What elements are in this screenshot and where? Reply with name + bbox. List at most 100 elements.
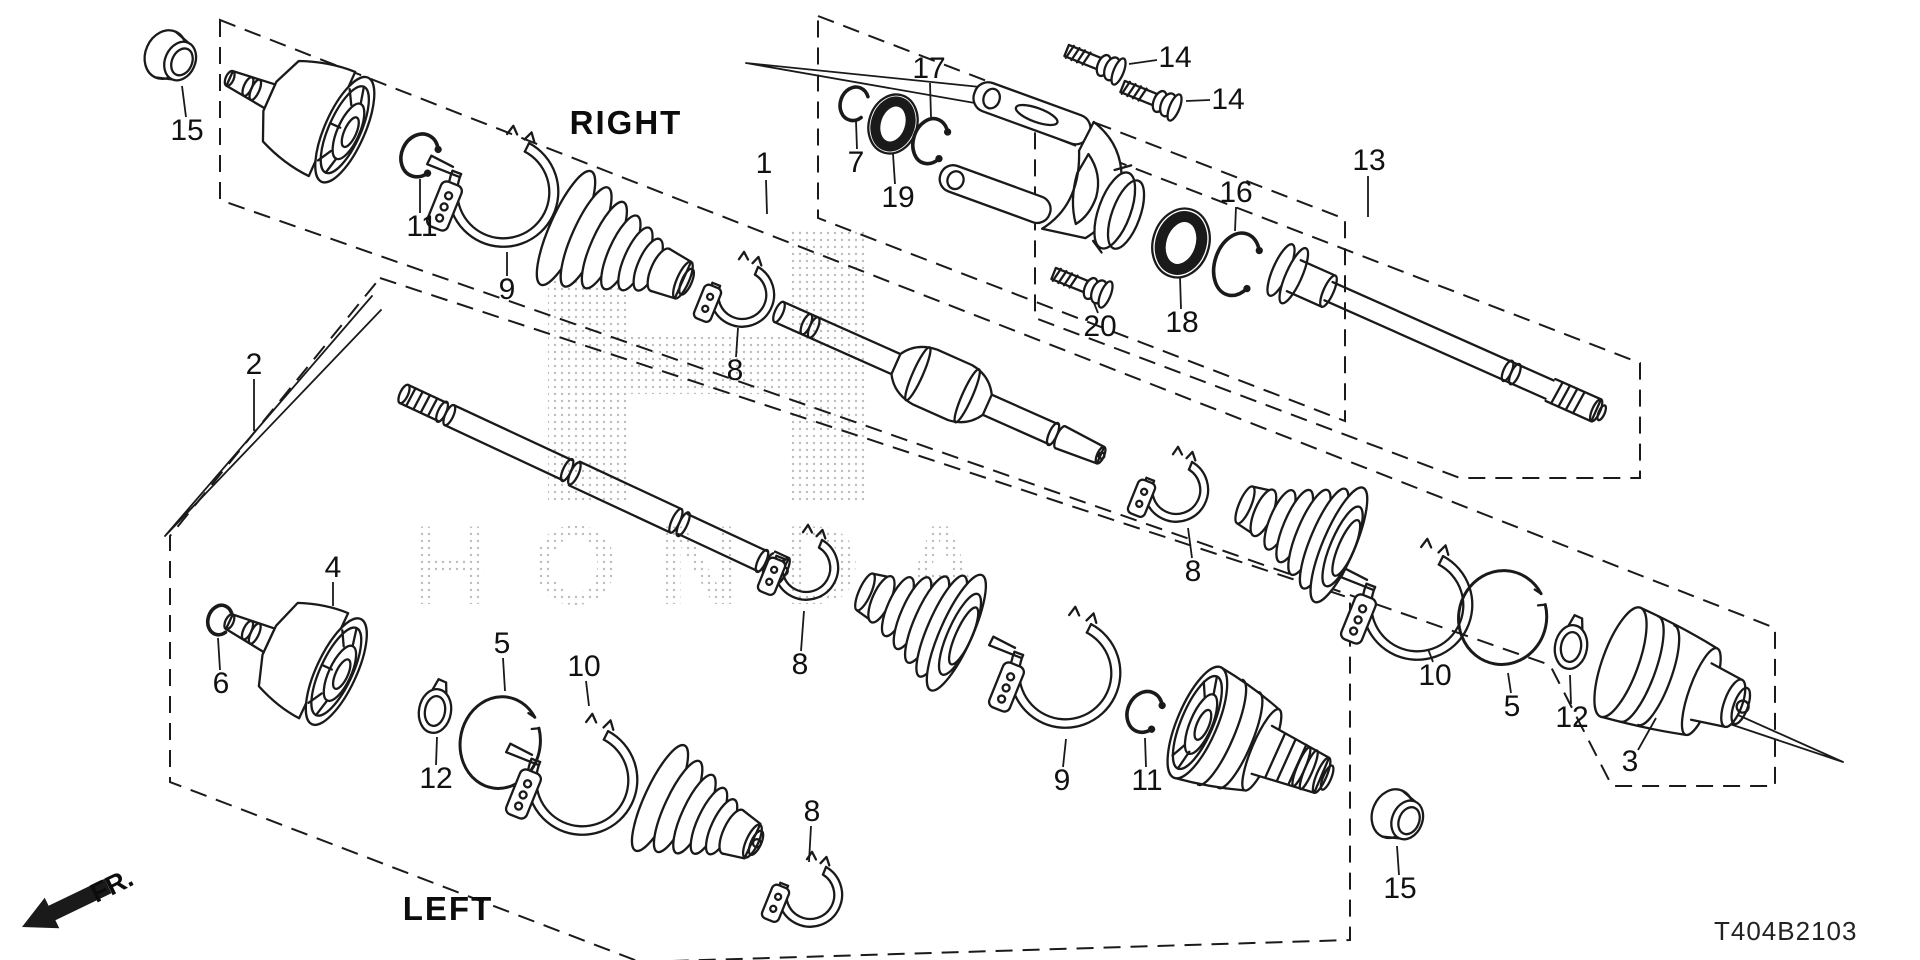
flange-bolt-20: [1050, 266, 1114, 309]
part-callout-19: 19: [881, 181, 915, 214]
leader-line-14: [1128, 59, 1158, 65]
part-callout-5: 5: [493, 627, 511, 660]
boot-band-large-left-outboard: [987, 605, 1122, 729]
part-callout-13: 13: [1352, 144, 1386, 177]
set-ring-left-inboard: [458, 695, 542, 790]
part-callout-6: 6: [212, 667, 230, 700]
front-direction-arrow: [22, 878, 112, 929]
part-callout-4: 4: [324, 551, 342, 584]
leader-line-8: [735, 327, 739, 358]
leader-line-6: [217, 637, 221, 671]
boot-band-large-right-inboard: [1339, 537, 1474, 661]
pointer-arrow-top: [745, 62, 993, 107]
part-callout-5: 5: [1503, 690, 1521, 723]
part-callout-12: 12: [1555, 701, 1589, 734]
outboard-joint-left: [1166, 665, 1335, 795]
part-callout-11: 11: [1131, 764, 1163, 797]
leader-line-12: [1569, 674, 1572, 705]
flange-bolt-14a: [1063, 43, 1127, 86]
leader-line-5: [502, 657, 506, 692]
driveshaft-right: [772, 300, 1107, 465]
boot-band-small-right-outboard: [692, 250, 776, 328]
boot-band-large-right-outboard: [425, 124, 560, 248]
leader-line-8: [808, 825, 812, 863]
circlip-16: [1211, 231, 1263, 298]
pointer-arrow-left: [164, 295, 382, 537]
bearing-support-detail-box: [817, 14, 1346, 423]
part-callout-17: 17: [912, 52, 946, 85]
leader-line-16: [1234, 206, 1237, 232]
honda-h-emblem: [548, 231, 869, 500]
part-callout-7: 7: [847, 146, 865, 179]
leader-line-11: [1144, 737, 1147, 768]
flange-bolt-14b: [1119, 79, 1183, 122]
part-callout-15: 15: [1383, 872, 1417, 905]
leader-line-8: [800, 610, 805, 652]
leader-line-10: [585, 680, 590, 707]
leader-line-20: [1093, 302, 1099, 314]
snap-ring: [838, 85, 870, 123]
leader-line-1: [765, 179, 768, 215]
leader-line-5: [1507, 672, 1512, 694]
boot-band-large-left-inboard: [504, 712, 639, 836]
leader-line-15: [1396, 845, 1400, 876]
leader-line-8: [1187, 527, 1193, 559]
part-callout-16: 16: [1219, 176, 1253, 209]
leader-line-12: [435, 736, 438, 766]
diagram-code: T404B2103: [1714, 916, 1858, 946]
right-side-label: RIGHT: [569, 104, 683, 141]
part-callout-10: 10: [567, 650, 601, 683]
leader-line-14: [1185, 99, 1211, 102]
circlip-6: [205, 603, 234, 637]
part-callout-2: 2: [245, 348, 263, 381]
boot-band-small-left-inner: [417, 677, 453, 734]
leader-line-19: [892, 153, 896, 185]
dynamic-damper: [890, 345, 993, 424]
part-callout-8: 8: [791, 648, 809, 681]
cv-boot-left-outboard: [854, 572, 988, 692]
inboard-joint-left: [223, 601, 368, 726]
part-callout-20: 20: [1083, 310, 1117, 343]
part-callout-11: 11: [406, 210, 438, 243]
part-callout-14: 14: [1158, 41, 1192, 74]
leader-line-7: [855, 120, 858, 150]
part-callout-1: 1: [755, 147, 773, 180]
cv-boot-left-inboard: [630, 743, 765, 860]
boot-band-small-left-outboard: [756, 523, 840, 601]
callout-leader-lines: [181, 59, 1657, 876]
set-ring-outboard-right: [399, 132, 442, 179]
boot-band-small-left-inboard: [760, 850, 844, 928]
part-callout-8: 8: [726, 354, 744, 387]
part-callout-18: 18: [1165, 306, 1199, 339]
half-shaft-group-box: [1034, 128, 1641, 479]
leader-line-3: [1637, 717, 1657, 751]
part-callout-15: 15: [170, 114, 204, 147]
part-callout-10: 10: [1418, 659, 1452, 692]
inboard-joint-right: [1593, 606, 1752, 737]
driveshaft-left: [397, 383, 791, 585]
part-callout-8: 8: [803, 795, 821, 828]
oil-seal: [867, 93, 919, 155]
outboard-joint-right: [223, 59, 376, 184]
leader-line-9: [1062, 738, 1067, 768]
spindle-nut-right: [143, 29, 198, 82]
part-callout-9: 9: [1053, 764, 1071, 797]
part-callout-8: 8: [1184, 555, 1202, 588]
boot-band-small-right-inboard: [1126, 445, 1210, 523]
spindle-nut-left: [1370, 788, 1425, 841]
circlip-17: [911, 116, 952, 166]
shaft-support-bracket: [938, 81, 1146, 254]
leader-line-18: [1179, 276, 1182, 310]
left-side-label: LEFT: [402, 890, 494, 927]
cv-boot-right-inboard: [1234, 485, 1369, 604]
leader-line-17: [929, 82, 932, 118]
cv-boot-right-outboard: [535, 169, 696, 300]
boot-band-small-right-inner: [1553, 613, 1589, 670]
part-callout-3: 3: [1621, 745, 1639, 778]
half-shaft-13: [1266, 243, 1608, 423]
part-callout-14: 14: [1211, 83, 1245, 116]
part-callout-9: 9: [498, 273, 516, 306]
leader-line-15: [181, 85, 187, 118]
